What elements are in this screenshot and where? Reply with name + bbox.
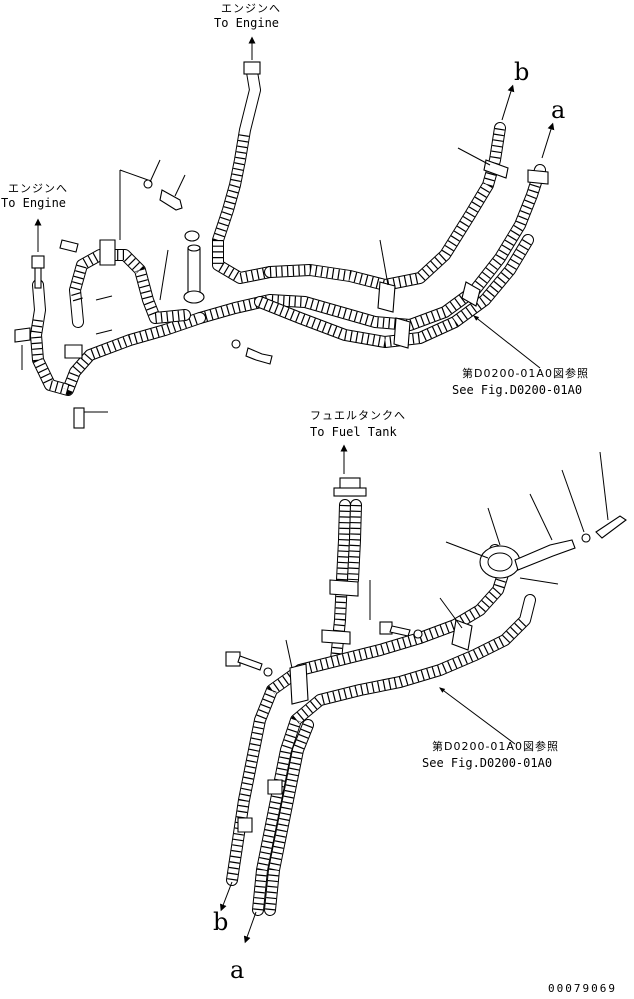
bolt-shank-icon-2 — [389, 625, 411, 637]
engine-connector-top — [243, 61, 261, 75]
upper-bolts — [73, 179, 273, 429]
ref-arrow-lower — [439, 687, 516, 745]
engine-left-label-en: To Engine — [1, 196, 67, 210]
arrow-b-bottom — [219, 881, 233, 912]
fitting-nut — [183, 290, 205, 304]
letter-a-bottom: a — [230, 956, 245, 984]
hose-b-lower — [226, 544, 511, 886]
engine-top-label-jp: エンジンへ — [221, 2, 281, 15]
bolt-icon-2 — [73, 407, 85, 429]
cap-icon — [184, 230, 200, 242]
ref-upper-label-en: See Fig.D0200-01A0 — [452, 383, 583, 397]
loop-fitting — [479, 545, 521, 579]
hose-to-fuel-tank — [330, 499, 362, 666]
arrow-b-top — [501, 84, 515, 121]
drawing-code: 00079069 — [548, 982, 617, 995]
washer-icon-4 — [263, 667, 273, 677]
lower-hose-assembly — [219, 444, 627, 944]
arrow-a-top — [541, 122, 555, 159]
tube-fitting — [514, 539, 576, 571]
ref-arrow-upper — [473, 315, 541, 369]
engine-connector-left — [31, 255, 45, 269]
fuel-tank-label-en: To Fuel Tank — [310, 425, 397, 439]
bolt-icon-4 — [595, 515, 627, 539]
upper-clamps — [14, 159, 549, 359]
fuel-tank-label-jp: フュエルタンクへ — [310, 409, 406, 422]
washer-icon-5 — [413, 629, 423, 639]
arrow-a-bottom — [243, 911, 257, 944]
hose-loop-upper — [69, 249, 191, 328]
ref-lower-label-jp: 第D0200-01A0図参照 — [432, 740, 559, 753]
lower-clamps — [237, 579, 473, 833]
lower-leader-lines — [285, 451, 609, 669]
engine-fitting-left — [34, 267, 42, 289]
bolt-icon — [159, 189, 183, 211]
engine-top-label-en: To Engine — [214, 16, 280, 30]
hose-parallel-upper — [254, 234, 534, 348]
hose-a-lower — [252, 594, 536, 916]
vertical-fitting — [187, 247, 201, 294]
bolt-icon-3 — [245, 347, 273, 365]
hose-parallel-lower — [264, 719, 314, 916]
letter-b-top: b — [514, 58, 530, 86]
upper-leader-lines — [21, 147, 491, 413]
bolt-head-icon — [225, 651, 241, 667]
engine-left-label-jp: エンジンへ — [8, 182, 68, 195]
ref-lower-label-en: See Fig.D0200-01A0 — [422, 756, 553, 770]
hose-to-engine-top — [212, 66, 276, 284]
washer-icon-2 — [231, 339, 241, 349]
hose-to-engine-left — [30, 279, 206, 396]
ref-upper-label-jp: 第D0200-01A0図参照 — [462, 367, 589, 380]
bolt-shank-icon — [237, 655, 263, 671]
lower-bolts — [225, 621, 423, 677]
letter-a-top: a — [551, 96, 566, 124]
letter-b-bottom: b — [213, 908, 229, 936]
washer-icon-3 — [581, 533, 591, 543]
upper-hose-assembly — [14, 36, 555, 429]
